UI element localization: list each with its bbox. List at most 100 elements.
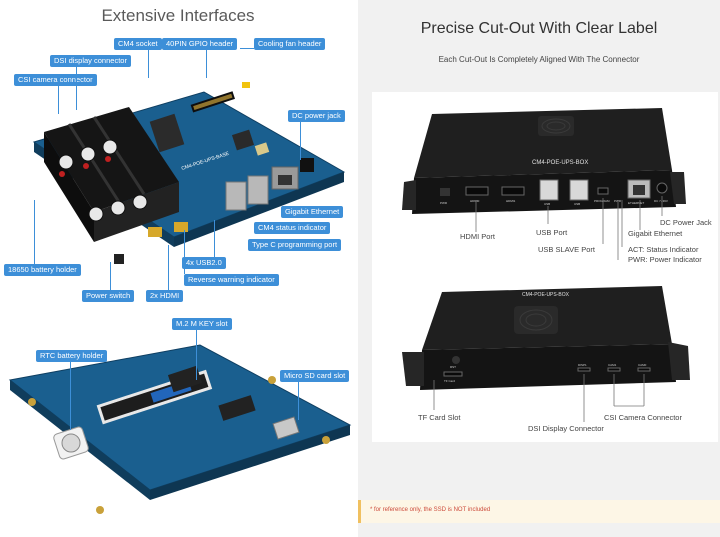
left-title: Extensive Interfaces [101,6,255,25]
label-gigabit-box: Gigabit Ethernet [628,229,683,238]
chip [254,142,270,156]
standoff [28,398,36,406]
box-brand-top: CM4-POE-UPS-BOX [532,160,588,166]
label-act: ACT: Status Indicator [628,245,699,254]
box-brand-bottom: CM4-POE-UPS-BOX [522,292,570,298]
top-board-image: CM4-POE-UPS-BASE [32,82,346,264]
right-panel: Precise Cut-Out With Clear Label Each Cu… [358,0,720,537]
gpio-header [190,91,235,113]
label-cm4-status: CM4 status indicator [254,222,331,235]
leader-line [214,220,215,257]
typec-cutout [597,187,609,195]
standoff [96,506,104,514]
dsi-cutout [577,367,591,372]
polarity-marker [80,146,96,162]
polarity-marker [105,156,111,162]
leader-line [206,48,207,78]
hdmi-cutout [501,186,525,196]
port-mark: PROGRAM [594,199,610,203]
enclosure-bottom-image: CM4-POE-UPS-BOX RST TF Card DISP1 CAM1 C… [402,286,690,422]
enclosure-card: CM4-POE-UPS-BOX PWR HDMI0 HDMI1 USB USB [372,92,718,442]
fan-grille [514,306,558,334]
label-usb2: 4x USB2.0 [182,257,226,270]
right-subtitle: Each Cut-Out Is Completely Aligned With … [438,55,640,64]
hdmi-port [148,227,162,237]
usb-ports [247,175,269,205]
port-mark: CAM0 [638,363,647,367]
standoff [268,376,276,384]
leader-line [148,48,149,78]
port-mark: RST [450,365,456,369]
polarity-marker [58,154,74,170]
leader-line [58,84,59,114]
reset-button [452,356,460,364]
polarity-marker [132,194,148,210]
label-cm4-socket: CM4 socket [114,38,162,51]
port-mark: DC 7~36V [654,199,668,203]
dc-cutout [656,182,668,194]
label-dsi-box: DSI Display Connector [528,424,604,433]
label-m2: M.2 M KEY slot [172,318,232,331]
label-battery-holder: 18650 battery holder [4,264,81,277]
enclosure-top-image: CM4-POE-UPS-BOX PWR HDMI0 HDMI1 USB USB [402,108,686,260]
label-hdmi-port: HDMI Port [460,232,496,241]
hdmi-port [174,222,188,232]
label-power-switch: Power switch [82,290,135,303]
fan-grille [538,116,574,136]
label-csi-box: CSI Camera Connector [604,413,682,422]
sd-slot [272,416,300,440]
port-mark: PWR [440,201,448,205]
leader-line [240,48,254,49]
leader-line [70,360,71,430]
leader-line [110,262,111,290]
dc-jack [300,158,314,172]
fan-header [242,82,250,88]
label-csi-connector: CSI camera connector [14,74,97,87]
hdmi-cutout [465,186,489,196]
tf-cutout [443,371,463,377]
cm4-socket [149,113,185,153]
leader-line [184,230,185,274]
label-gigabit: Gigabit Ethernet [281,206,344,219]
label-pwr: PWR: Power Indicator [628,255,702,264]
label-microsd: Micro SD card slot [280,370,350,383]
label-tf-slot: TF Card Slot [418,413,461,422]
chip [218,395,256,421]
polarity-marker [102,139,118,155]
chip [231,129,255,151]
usb-ports [225,181,247,211]
csi-cutout [607,367,621,372]
left-panel: Extensive Interfaces [0,0,356,537]
label-dc-jack: DC power jack [288,110,345,123]
usb-cutout [569,179,589,201]
label-reverse-warning: Reverse warning indicator [184,274,279,287]
label-usb-slave: USB SLAVE Port [538,245,595,254]
port-mark: DISP1 [578,363,587,367]
usb-cutout [539,179,559,201]
leader-line [300,120,301,160]
port-mark: CAM1 [608,363,617,367]
label-dc-jack-box: DC Power Jack [660,218,712,227]
label-usb-port: USB Port [536,228,568,237]
label-fan-header: Cooling fan header [254,38,326,51]
right-title: Precise Cut-Out With Clear Label [420,20,658,37]
reference-note: * for reference only, the SSD is NOT inc… [358,500,720,523]
switch-port [440,188,450,196]
chip [167,365,203,393]
polarity-marker [110,200,126,216]
port-mark: ETHERNET [628,201,644,205]
polarity-marker [88,206,104,222]
label-dsi-connector: DSI display connector [50,55,131,68]
bottom-board-image [8,344,352,514]
polarity-marker [83,163,89,169]
leader-line [168,245,169,290]
port-mark: HDMI0 [470,199,480,203]
leader-line [298,380,299,420]
leader-line [196,328,197,380]
label-rtc: RTC battery holder [36,350,108,363]
label-typec: Type C programming port [248,239,342,252]
port-mark: USB [544,202,550,206]
label-hdmi: 2x HDMI [146,290,184,303]
port-mark: HDMI1 [506,199,516,203]
port-mark: TF Card [444,379,455,383]
